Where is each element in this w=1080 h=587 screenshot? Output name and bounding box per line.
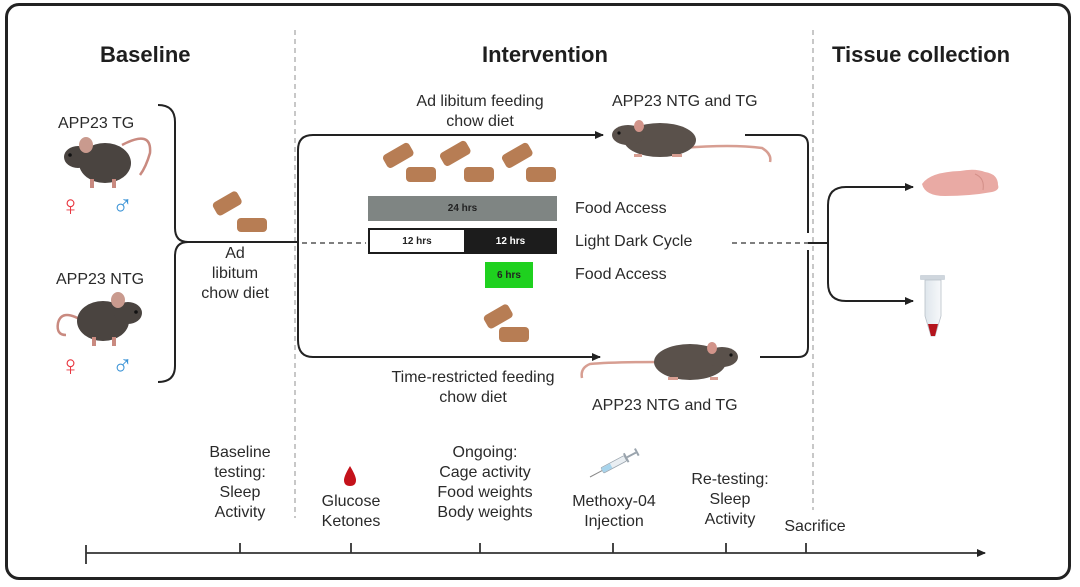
trf-mouse-label: APP23 NTG and TG — [592, 397, 738, 414]
male-icon: ♂ — [112, 350, 133, 381]
timeline-event-sacrifice: Sacrifice — [784, 518, 846, 535]
food-access-label: Food Access — [575, 200, 667, 217]
syringe-icon — [589, 448, 640, 478]
baseline-diet-label: Ad libitum chow diet — [201, 245, 269, 302]
merge-bottom — [760, 250, 809, 358]
female-icon: ♀ — [60, 190, 81, 221]
timeline-event-re-testing: Re-testing: Sleep Activity — [691, 471, 769, 528]
female-icon: ♀ — [60, 350, 81, 381]
blood-tube-icon — [920, 275, 945, 337]
brain-tissue-icon — [922, 169, 999, 196]
chow-pellets-trf — [483, 304, 529, 342]
chow-pellets-ad-lib — [382, 140, 556, 182]
group-label-tg: APP23 TG — [58, 115, 135, 132]
food-access-6h-bar: 6 hrs — [485, 262, 533, 288]
tissue-arrow-brain — [827, 183, 914, 243]
section-title-intervention: Intervention — [482, 42, 608, 67]
section-title-baseline: Baseline — [100, 42, 191, 67]
baseline-brace — [157, 104, 189, 383]
timeline-event-ongoing: Ongoing: Cage activity Food weights Body… — [437, 444, 533, 521]
trf-feeding-label: Time-restricted feeding chow diet — [391, 369, 555, 406]
mouse-icon-ntg — [56, 292, 142, 346]
trf-arrow — [297, 242, 601, 361]
section-title-tissue-collection: Tissue collection — [832, 42, 1011, 67]
light-phase-bar: 12 hrs — [368, 228, 464, 254]
ad-lib-feeding-label: Ad libitum feeding chow diet — [416, 93, 544, 130]
light-dark-cycle-label: Light Dark Cycle — [575, 233, 693, 250]
blood-drop-icon — [344, 466, 356, 486]
chow-pellets-baseline — [212, 191, 267, 232]
food-access-label: Food Access — [575, 266, 667, 283]
timeline-event-baseline-testing: Baseline testing: Sleep Activity — [209, 444, 271, 521]
mouse-icon-ad-lib — [612, 120, 772, 163]
mouse-icon-tg — [64, 137, 152, 188]
timeline-ticks — [239, 543, 807, 553]
ad-lib-arrow — [297, 131, 604, 242]
ad-lib-mouse-label: APP23 NTG and TG — [612, 93, 758, 110]
mouse-icon-trf — [580, 342, 738, 380]
timeline-event-methoxy-injection: Methoxy-04 Injection — [572, 493, 656, 530]
male-icon: ♂ — [112, 190, 133, 221]
group-label-ntg: APP23 NTG — [56, 271, 145, 288]
dark-phase-bar: 12 hrs — [464, 228, 557, 254]
diagram-frame — [5, 3, 1071, 580]
food-access-24h-bar: 24 hrs — [368, 196, 557, 221]
merge-top — [745, 134, 809, 233]
timeline-event-glucose-ketones: Glucose Ketones — [321, 493, 381, 530]
tissue-arrow-blood — [827, 243, 914, 305]
